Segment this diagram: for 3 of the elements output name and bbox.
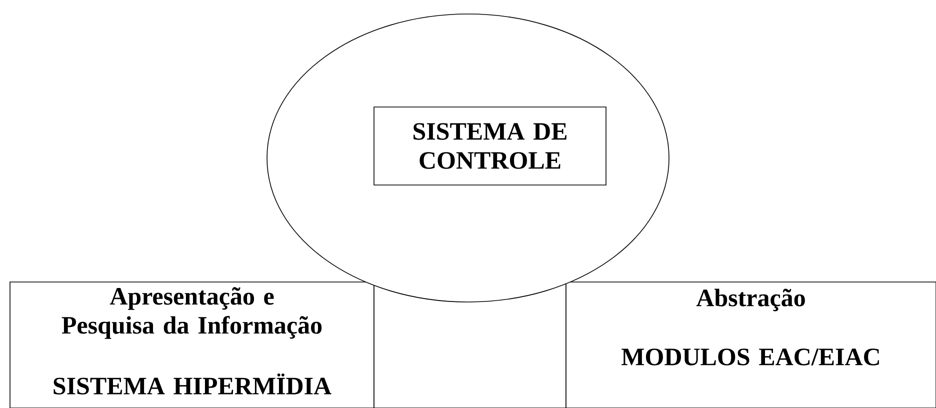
label-box: SISTEMA DE CONTROLE (374, 106, 606, 186)
text-box: Abstração MODULOS EAC/EIAC (566, 282, 936, 408)
text-box: Apresentação e Pesquisa da Informação SISTEMA HIPERMÏDIA (10, 282, 374, 408)
